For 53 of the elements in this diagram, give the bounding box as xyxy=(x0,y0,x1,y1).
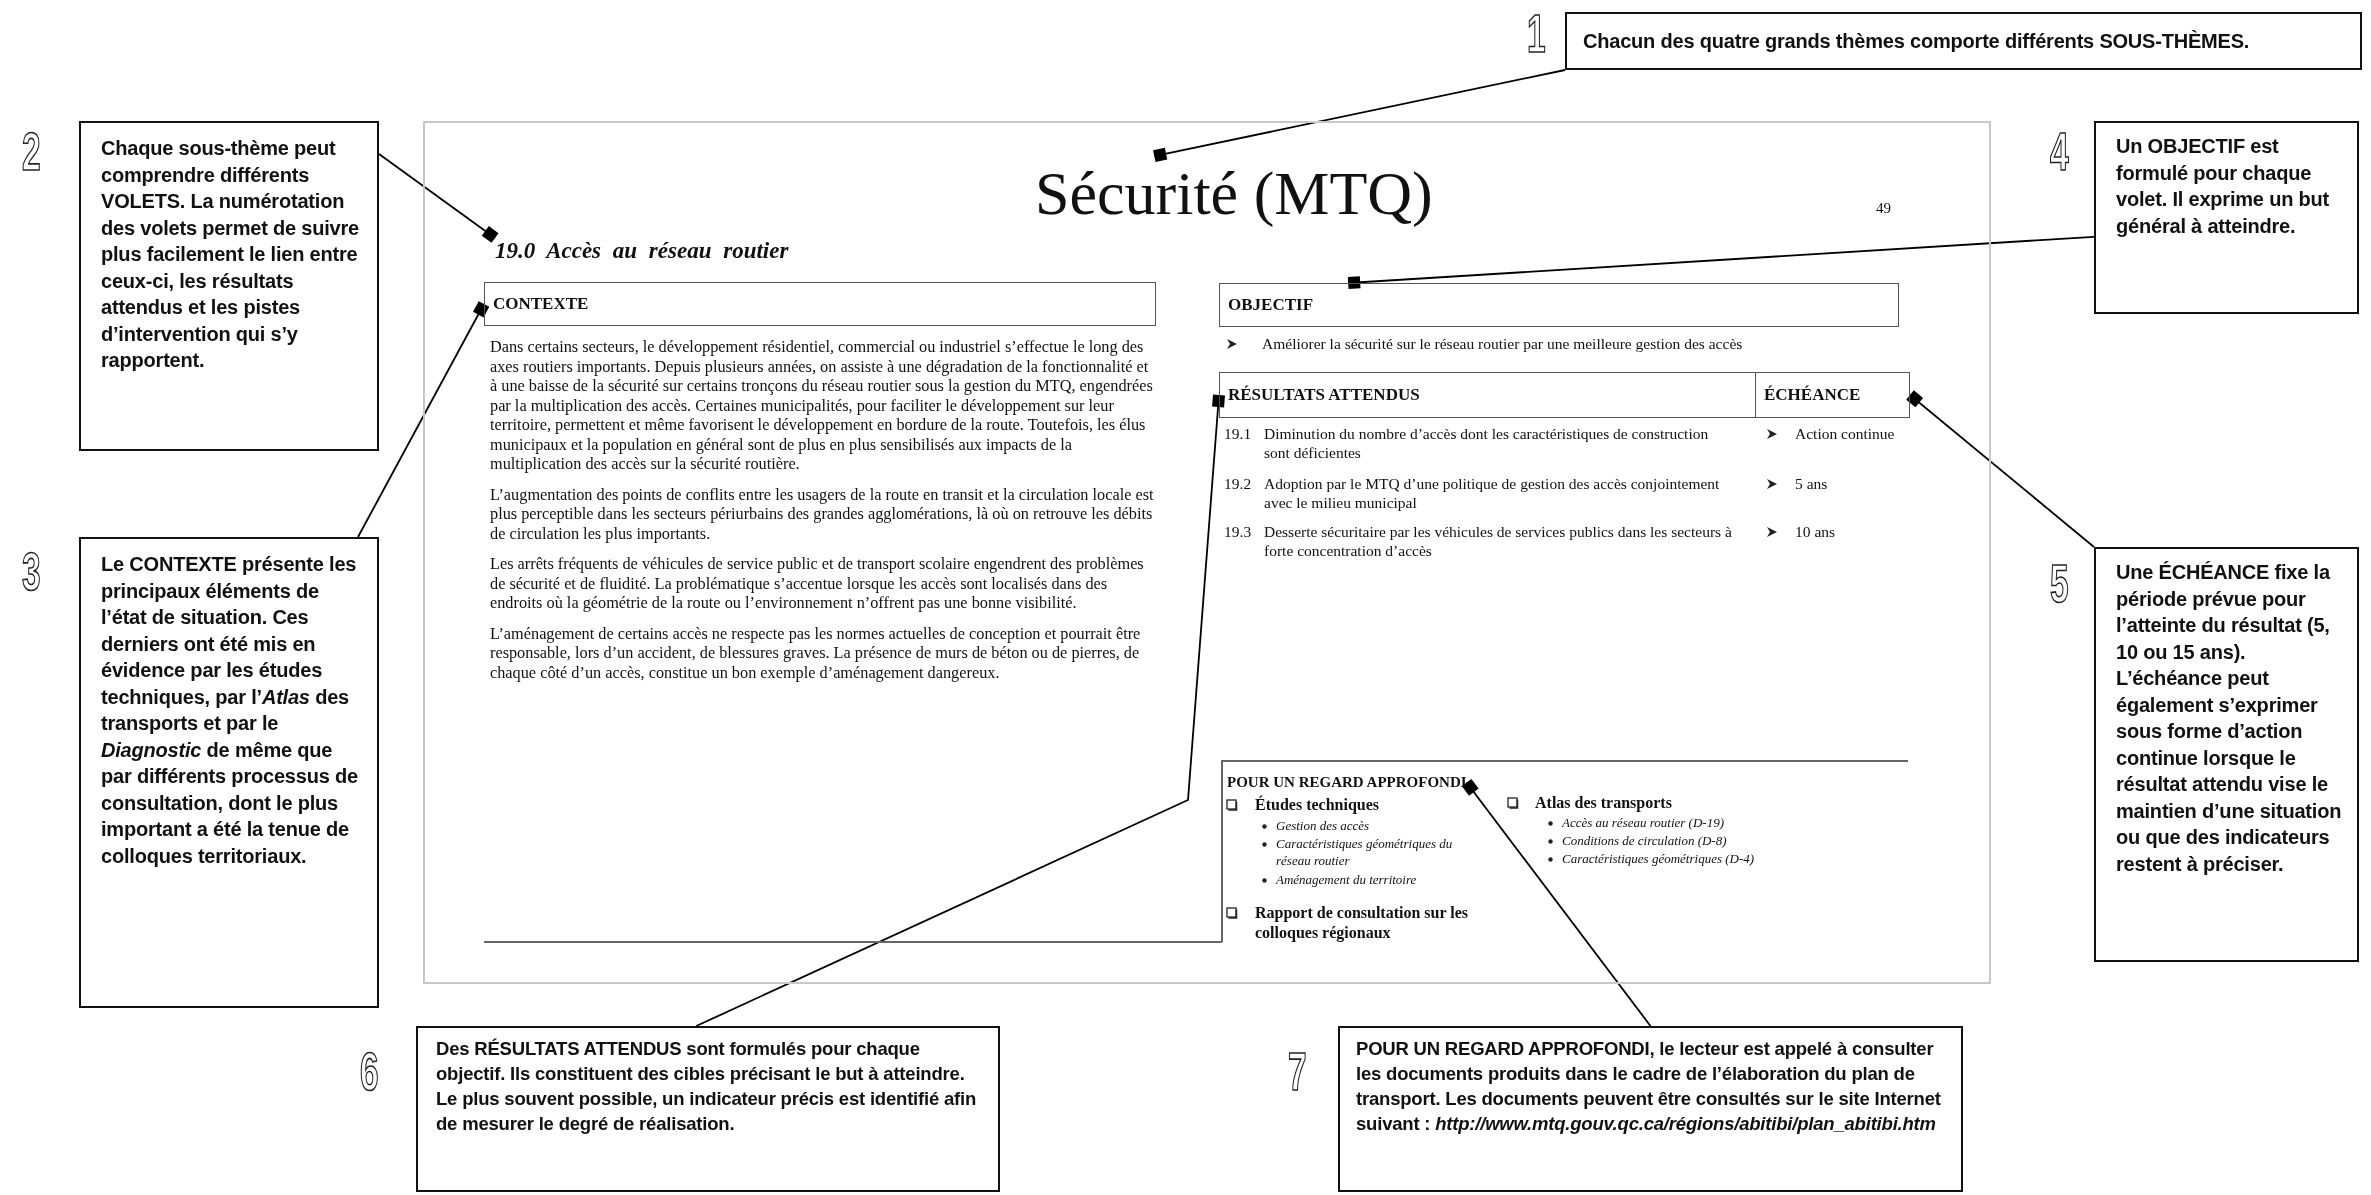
leader-line xyxy=(695,394,1225,1027)
callout-box: Des RÉSULTATS ATTENDUS sont formulés pour chaque objectif. Ils constituent des cibles précisant le but à atteindre. Le plus souvent possible, un indicateur précis est identifié afin de mesurer le degré de réalisation. xyxy=(416,1026,1000,1192)
callout-number: 5 xyxy=(2050,556,2069,610)
paragraph: L’augmentation des points de conflits entre les usagers de la route en transit et la circulation locale est plus perceptible dans les secteurs périurbains des grandes agglomérations, là où on retrouve les débits de circulation les plus importants. xyxy=(490,484,1155,543)
deadline-text: 5 ans xyxy=(1795,474,1829,493)
row-number: 19.1 xyxy=(1224,424,1252,443)
objective-text: Améliorer la sécurité sur le réseau routier par une meilleure gestion des accès xyxy=(1262,334,1744,353)
reference-item: Aménagement du territoire xyxy=(1276,871,1418,888)
document-page xyxy=(423,121,1991,984)
paragraph: Les arrêts fréquents de véhicules de service public et de transport scolaire engendrent des problèmes de sécurité et de fluidité. La problématique s’accentue lorsque les accès sont localisés dans des endroits où la géométrie de la route ou l’environnement n’offrent pas une bonne visibilité. xyxy=(490,554,1145,613)
result-text: Diminution du nombre d’accès dont les caractéristiques de construction sont déficientes xyxy=(1264,424,1710,462)
page-number: 49 xyxy=(1876,199,1891,218)
result-text: Adoption par le MTQ d’une politique de gestion des accès conjointement avec le milieu municipal xyxy=(1264,474,1721,512)
callout-number: 7 xyxy=(1288,1044,1307,1098)
reference-item: Caractéristiques géométriques (D-4) xyxy=(1562,850,1756,867)
callout-box: Chacun des quatre grands thèmes comporte différents SOUS-THÈMES. xyxy=(1565,12,2362,70)
reference-section-title: POUR UN REGARD APPROFONDI xyxy=(1227,774,1467,791)
callout-number: 1 xyxy=(1527,6,1546,60)
paragraph: Dans certains secteurs, le développement résidentiel, commercial ou industriel s’effectue le long des axes routiers importants. Depuis plusieurs années, on assiste à une dégradation de la fonctionnalité et à une baisse de la sécurité sur certains tronçons du réseau routier sous la gestion du MTQ, engendrées par la multiplication des accès. Certaines municipalités, pour faciliter le développement sur leur territoire, permettent et même favorisent le développement en bordure de la route. Toutefois, les élus municipaux et la population en général sont de plus en plus sensibilisés aux impacts de la multiplication des accès sur la sécurité routière. xyxy=(490,337,1154,474)
row-number: 19.2 xyxy=(1224,474,1252,493)
callout-number: 6 xyxy=(360,1044,379,1098)
reference-item: Conditions de circulation (D-8) xyxy=(1562,832,1728,849)
section-header-box: CONTEXTE xyxy=(484,282,1156,326)
section-heading: 19.0 Accès au réseau routier xyxy=(495,238,789,264)
reference-heading: Atlas des transports xyxy=(1535,793,1672,812)
callout-box: Chaque sous-thème peut comprendre différents VOLETS. La numérotation des volets permet de suivre plus facilement le lien entre ceux-ci, les résultats attendus et les pistes d’intervention qui s’y rapportent. xyxy=(79,121,379,451)
leader-line xyxy=(357,301,490,538)
callout-box: POUR UN REGARD APPROFONDI, le lecteur est appelé à consulter les documents produits dans le cadre de l’élaboration du plan de transport. Les documents peuvent être consultés sur le site Internet suivant : http://www.mtq.gouv.qc.ca/régions/abitibi/plan_abitibi.htm xyxy=(1338,1026,1963,1192)
callout-box: Une ÉCHÉANCE fixe la période prévue pour l’atteinte du résultat (5, 10 ou 15 ans). L’échéance peut également s’exprimer sous forme d’action continue lorsque le résultat attendu vise le maintien d’une situation ou que des indicateurs restent à préciser. xyxy=(2094,547,2359,962)
callout-number: 3 xyxy=(22,544,41,598)
reference-item: Accès au réseau routier (D-19) xyxy=(1562,814,1725,831)
page-title: Sécurité (MTQ) xyxy=(1035,152,1433,236)
leader-line xyxy=(1906,390,2095,548)
paragraph: L’aménagement de certains accès ne respecte pas les normes actuelles de conception et pourrait être responsable, lors d’un accident, de blessures graves. La présence de murs de béton ou de pierres, de chaque côté d’un accès, constitue un bon exemple d’aménagement dangereux. xyxy=(490,623,1142,682)
leader-line xyxy=(1461,778,1652,1027)
section-header-box: RÉSULTATS ATTENDUS xyxy=(1219,372,1756,418)
callout-box: Le CONTEXTE présente les principaux éléments de l’état de situation. Ces derniers ont été mis en évidence par les études techniques, par l’Atlas des transports et par le Diagnostic de même que par différents processus de consultation, dont le plus important a été la tenue de colloques territoriaux. xyxy=(79,537,379,1008)
result-text: Desserte sécuritaire par les véhicules de services publics dans les secteurs à forte concentration d’accès xyxy=(1264,522,1733,560)
callout-number: 2 xyxy=(22,124,41,178)
callout-number: 4 xyxy=(2050,124,2069,178)
row-number: 19.3 xyxy=(1224,522,1252,541)
leader-line xyxy=(1153,69,1566,163)
reference-heading: Études techniques xyxy=(1255,795,1380,814)
deadline-text: Action continue xyxy=(1795,424,1895,443)
section-header-box: ÉCHÉANCE xyxy=(1756,372,1910,418)
deadline-text: 10 ans xyxy=(1795,522,1837,541)
reference-item: Gestion des accès xyxy=(1276,817,1371,834)
reference-item: Caractéristiques géométriques du réseau routier xyxy=(1276,835,1454,869)
callout-box: Un OBJECTIF est formulé pour chaque volet. Il exprime un but général à atteindre. xyxy=(2094,121,2359,314)
reference-heading: Rapport de consultation sur les colloques régionaux xyxy=(1255,903,1470,943)
section-header-box: OBJECTIF xyxy=(1219,283,1899,327)
leader-line xyxy=(378,153,499,243)
leader-line xyxy=(1347,235,2095,289)
